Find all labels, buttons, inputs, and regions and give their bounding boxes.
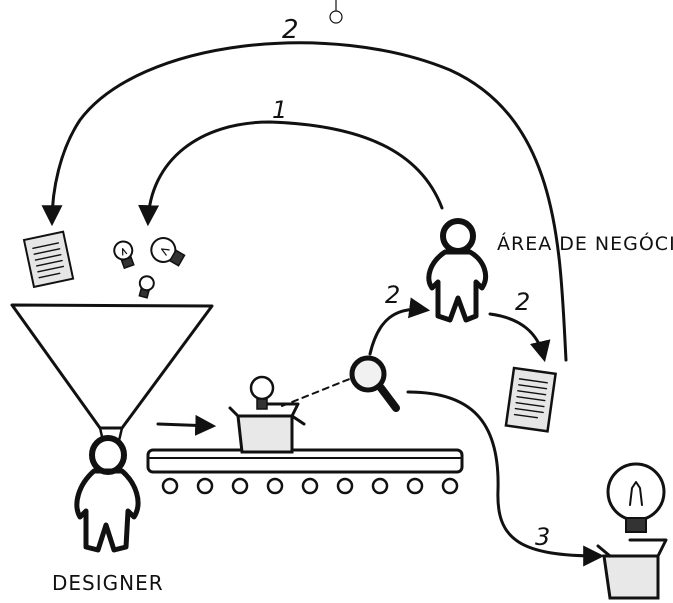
designer-label: DESIGNER: [52, 571, 164, 595]
from-area-arrow: [488, 312, 551, 363]
to-result-number: 3: [535, 523, 550, 551]
lightbulb-icon: [113, 240, 135, 270]
roller-icon: [336, 477, 354, 495]
lightbulb-icon: [150, 237, 186, 267]
to-area-arrow: [368, 297, 431, 356]
conveyor-rollers: [161, 477, 459, 495]
to-conveyor-arrow: [156, 414, 217, 436]
conveyor-belt-icon: [146, 448, 464, 495]
outer-loop-number: 2: [282, 15, 299, 45]
to-area-number: 2: [385, 281, 400, 309]
roller-icon: [196, 477, 214, 495]
area-label: ÁREA DE NEGÓCIO: [497, 231, 673, 255]
area-person-icon: [426, 218, 488, 323]
roller-icon: [161, 477, 179, 495]
result-lightbulb-box-icon: [596, 462, 668, 600]
roller-icon: [371, 477, 389, 495]
document-icon: [22, 230, 75, 289]
hanging-pin-icon: [329, 0, 343, 24]
lightbulb-icon: [138, 275, 155, 299]
designer-person-icon: [74, 435, 141, 553]
document-icon: [504, 366, 558, 433]
roller-icon: [441, 477, 459, 495]
roller-icon: [266, 477, 284, 495]
outer-loop-arrow: [41, 41, 568, 362]
inner-loop-arrow: [138, 120, 444, 227]
inspection-dashed-line: [281, 377, 353, 407]
inner-loop-number: 1: [272, 96, 287, 124]
to-result-arrow: [406, 390, 605, 567]
roller-icon: [406, 477, 424, 495]
magnifier-icon: [349, 355, 400, 412]
from-area-number: 2: [515, 288, 530, 316]
roller-icon: [231, 477, 249, 495]
roller-icon: [301, 477, 319, 495]
box-icon: [228, 375, 306, 454]
